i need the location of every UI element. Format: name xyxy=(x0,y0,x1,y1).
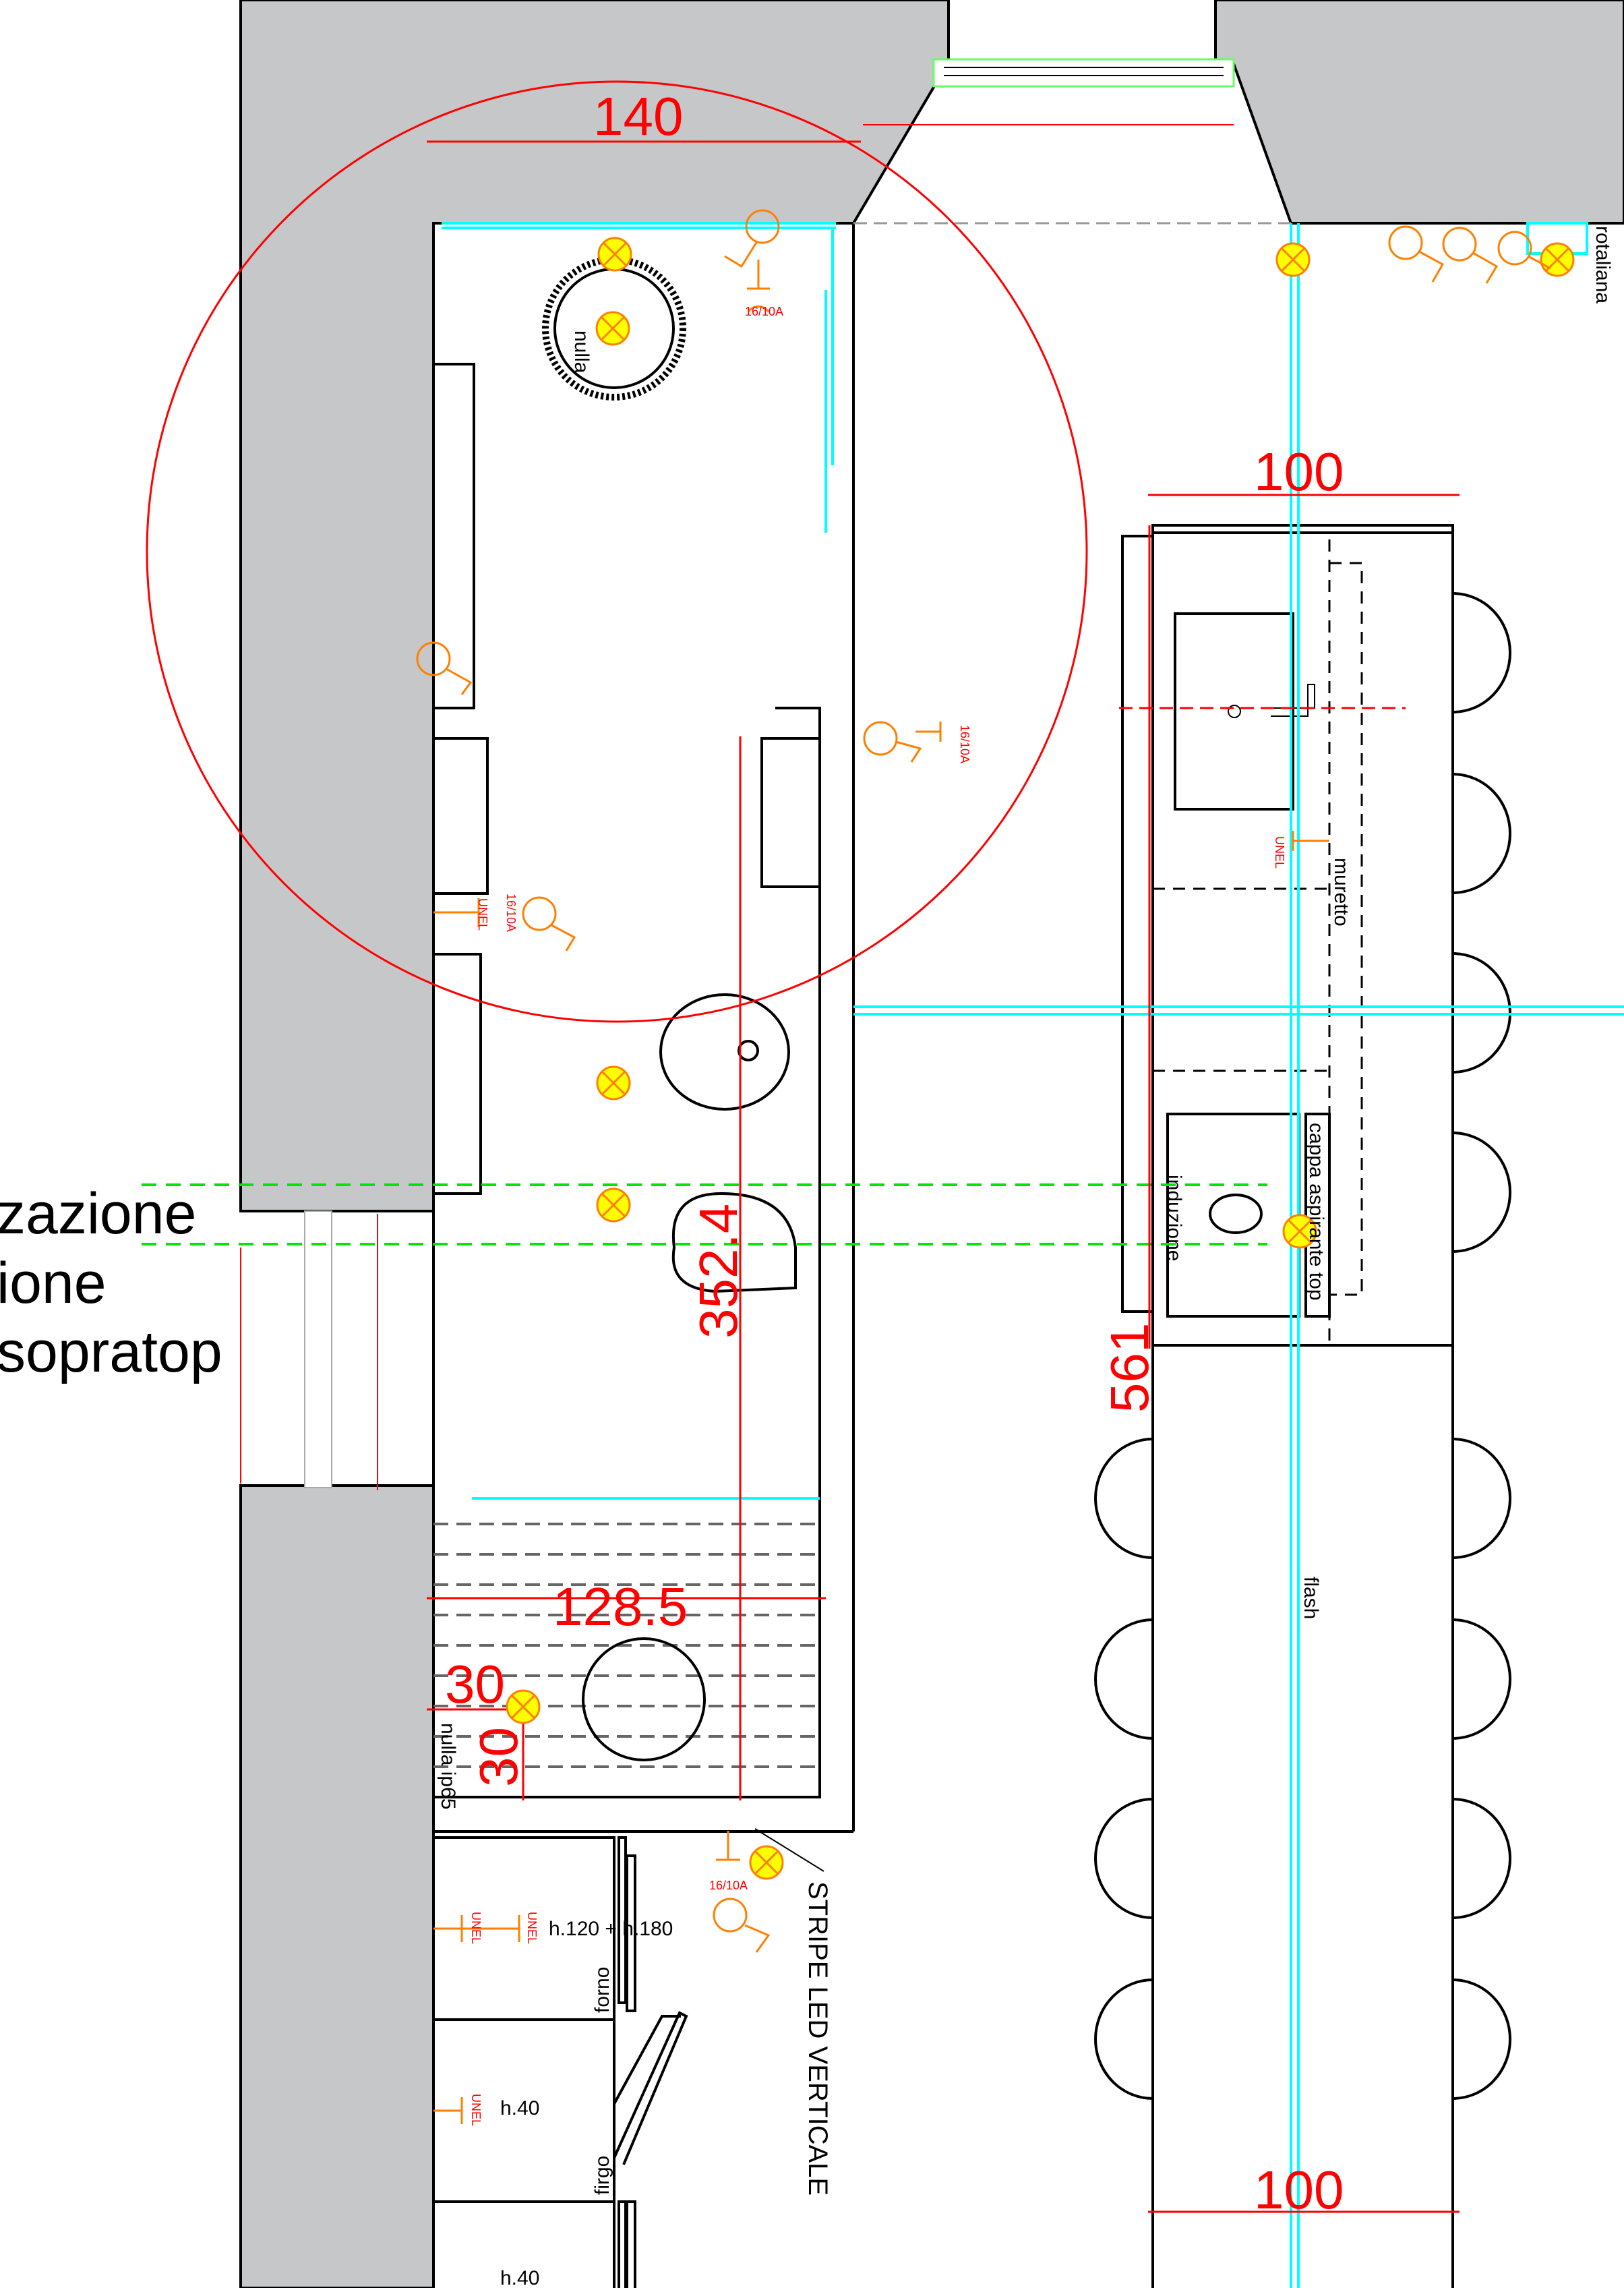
socket-icon: 16/10A xyxy=(745,260,783,318)
socket-icon: UNEL xyxy=(433,898,489,931)
lamp-icon xyxy=(596,1065,631,1101)
switch-icon xyxy=(1497,231,1551,270)
ceiling-lights xyxy=(506,237,1575,1880)
led-strips xyxy=(853,222,1624,2288)
socket-label: UNEL xyxy=(469,2094,483,2126)
socket-label: UNEL xyxy=(1273,836,1286,869)
bathroom xyxy=(432,222,1291,2288)
stools xyxy=(1094,592,1511,2100)
label-flash: flash xyxy=(1300,1577,1322,1619)
switch-icon xyxy=(416,641,473,695)
lamp-icon xyxy=(1275,242,1311,277)
socket-label: UNEL xyxy=(476,898,489,931)
window-top xyxy=(932,58,1235,88)
switch-icon xyxy=(522,896,576,951)
wall-top-right xyxy=(1214,0,1624,225)
kitchen-island xyxy=(1094,524,1511,2288)
label-nulla-ip: nulla ip65 xyxy=(437,1723,459,1809)
dimension-lines xyxy=(146,80,1460,2213)
dimension-352-4: 352.4 xyxy=(688,1204,748,1339)
label-h40-b: h.40 xyxy=(500,2267,539,2288)
label-nulla: nulla xyxy=(570,330,593,374)
socket-label: 16/10A xyxy=(504,893,518,932)
dimension-561: 561 xyxy=(1100,1323,1160,1413)
socket-icon: 16/10A xyxy=(709,1831,748,1892)
dimension-100-bottom: 100 xyxy=(1254,2160,1344,2220)
label-induzione: induzione xyxy=(1163,1175,1185,1261)
switches xyxy=(416,209,1551,1953)
dimension-128-5: 128.5 xyxy=(553,1577,688,1637)
turning-circle xyxy=(146,80,1088,1023)
wall-lower-left xyxy=(239,1484,435,2288)
label-frigo: firgo xyxy=(591,2156,613,2195)
socket-label: 16/10A xyxy=(745,305,783,318)
kitchen-cabinets xyxy=(432,1836,688,2288)
induction-hob xyxy=(1166,1113,1300,1318)
window-left xyxy=(304,1210,332,1488)
lamp-icon xyxy=(1540,242,1575,277)
bidet xyxy=(659,993,790,1111)
round-sink xyxy=(542,256,686,401)
socket-icon: UNEL xyxy=(433,2094,483,2126)
dimension-30-y: 30 xyxy=(469,1727,529,1787)
lamp-icon xyxy=(1282,1214,1317,1249)
socket-icon: UNEL xyxy=(1273,831,1329,869)
socket-label: 16/10A xyxy=(958,725,971,763)
walls xyxy=(239,0,1624,2288)
leader-line xyxy=(754,1828,824,1872)
label-forno: forno xyxy=(591,1967,613,2013)
label-h120: h.120 + h.180 xyxy=(549,1918,673,1940)
switch-icon xyxy=(1388,225,1445,283)
socket-label: 16/10A xyxy=(709,1879,748,1892)
lamp-icon xyxy=(506,1689,541,1724)
lamp-icon xyxy=(595,311,630,346)
shower-tray xyxy=(433,1497,820,1768)
lamp-icon xyxy=(597,237,632,272)
socket-icon: UNEL UNEL xyxy=(433,1912,539,1944)
switch-icon xyxy=(713,1898,771,1953)
switch-icon xyxy=(724,209,780,268)
dimension-30-x: 30 xyxy=(445,1654,505,1714)
switch-icon xyxy=(863,721,922,763)
island-sink xyxy=(1174,612,1294,811)
wall-top-left xyxy=(239,0,950,1212)
dimension-140: 140 xyxy=(593,86,683,146)
label-h40-a: h.40 xyxy=(500,2097,539,2119)
socket-label: UNEL xyxy=(469,1912,483,1944)
lamp-icon xyxy=(749,1845,784,1880)
label-rotaliana: rotaliana xyxy=(1592,226,1614,303)
label-muretto: muretto xyxy=(1330,858,1352,927)
dimension-100-top: 100 xyxy=(1254,442,1344,502)
socket-label: UNEL xyxy=(525,1912,539,1944)
toilet xyxy=(671,1192,797,1293)
side-note-2: ione xyxy=(0,1251,107,1316)
label-stripe-led: STRIPE LED VERTICALE xyxy=(803,1881,833,2196)
switch-icon xyxy=(1442,227,1499,284)
socket-icon: 16/10A xyxy=(915,722,971,763)
side-note-3: sopratop xyxy=(0,1320,222,1384)
side-note-1: zazione xyxy=(0,1181,196,1246)
label-cappa: cappa aspirante top xyxy=(1305,1123,1327,1301)
lamp-icon xyxy=(596,1187,631,1223)
socket-icon: 16/10A xyxy=(504,893,518,932)
